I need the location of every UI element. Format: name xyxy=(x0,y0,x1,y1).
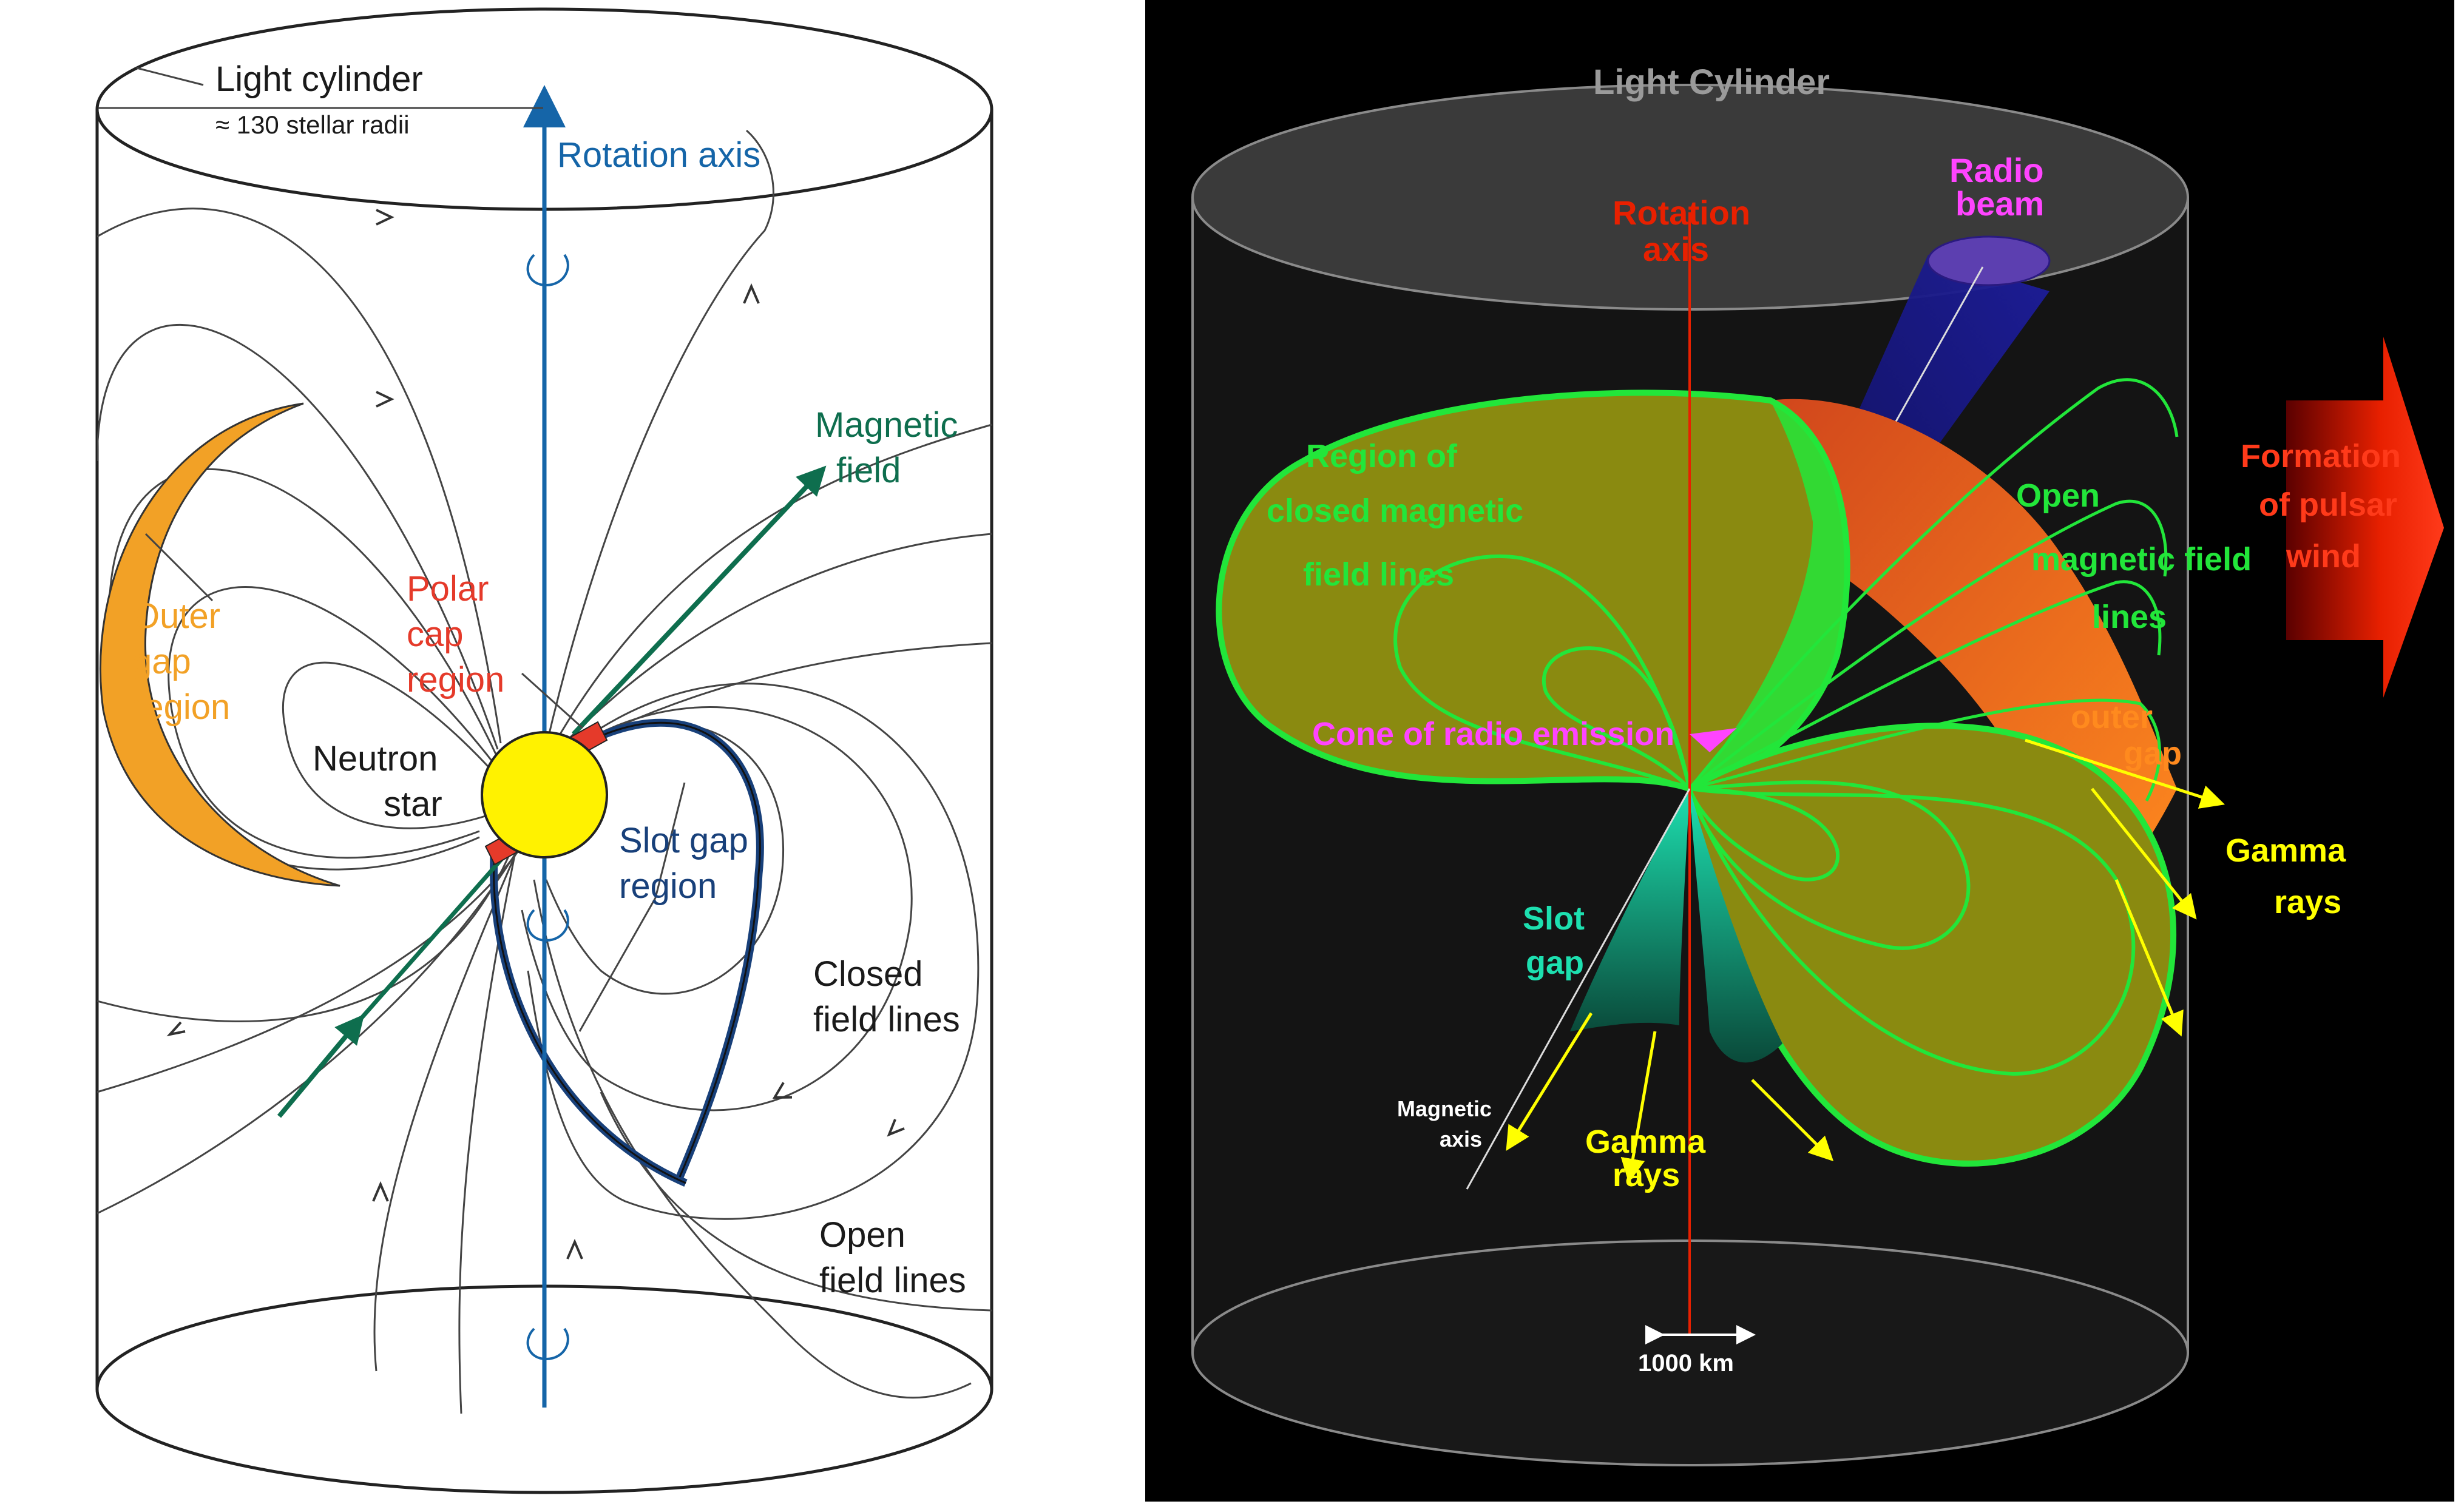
outer-gap-label-line3: region xyxy=(132,687,230,727)
neutron-star-label-line1: Neutron xyxy=(313,739,438,778)
slot-gap-3d-label-line2: gap xyxy=(1526,945,1584,981)
closed-field-label-line1: Closed xyxy=(813,954,923,994)
outer-gap-label-line1: Outer xyxy=(132,596,220,636)
closed-field-loops xyxy=(1393,554,2136,1076)
gamma-rays-bottom-label-line1: Gamma xyxy=(1585,1124,1706,1160)
pulsar-schematic-diagram: Light cylinder ≈ 130 stellar radii Rotat… xyxy=(95,7,993,1494)
pulsar-schematic-panel: Light cylinder ≈ 130 stellar radii Rotat… xyxy=(0,0,1145,1504)
radio-beam-label-line2: beam xyxy=(1955,184,2044,223)
rotation-curl-icon xyxy=(526,254,569,1361)
slot-gap-label-line2: region xyxy=(619,866,717,906)
pulsar-3d-model-diagram: Light Cylinder Rotation axis Radio beam … xyxy=(1145,0,2454,1502)
slot-gap-region xyxy=(490,718,764,1187)
pulsar-wind-arrow-icon xyxy=(2286,337,2444,698)
closed-region-label-line2: closed magnetic xyxy=(1267,493,1523,529)
magnetic-axis-label-line1: Magnetic xyxy=(1397,1096,1492,1121)
slot-gap-surface xyxy=(1570,789,1690,1031)
label-leader-lines xyxy=(98,67,686,1032)
radio-emission-cone-icon xyxy=(1690,728,1737,752)
pulsar-3d-model-panel: Light Cylinder Rotation axis Radio beam … xyxy=(1145,0,2464,1504)
formation-label-line3: wind xyxy=(2286,538,2361,575)
open-field-lines xyxy=(1688,378,2179,802)
closed-region-label-line3: field lines xyxy=(1303,556,1454,593)
magnetic-axis-arrow-lower xyxy=(277,1014,365,1118)
rotation-axis-3d-label-line2: axis xyxy=(1643,230,1709,268)
radio-beam-label-line1: Radio xyxy=(1949,151,2044,189)
scale-bar-label: 1000 km xyxy=(1638,1350,1734,1377)
closed-field-label-line2: field lines xyxy=(813,1000,960,1039)
gamma-rays-right-label-line2: rays xyxy=(2274,884,2341,920)
magnetic-axis-label-line2: axis xyxy=(1440,1127,1482,1152)
magnetic-axis-line xyxy=(1466,788,1691,1190)
polar-cap-label-line1: Polar xyxy=(407,569,489,609)
slot-gap-3d-label-line1: Slot xyxy=(1523,900,1585,937)
neutron-star-label-line2: star xyxy=(384,784,442,824)
outer-gap-3d-label-line1: outer xyxy=(2071,699,2153,735)
open-field-label-line1: Open xyxy=(819,1215,905,1255)
open-lines-label-line1: Open xyxy=(2016,477,2100,514)
field-line-arrow-icons xyxy=(166,209,905,1260)
light-cylinder-sublabel: ≈ 130 stellar radii xyxy=(215,110,410,139)
open-lines-label-line2: magnetic field xyxy=(2031,541,2252,578)
formation-label-line1: Formation xyxy=(2241,438,2401,474)
outer-gap-label-line2: gap xyxy=(132,642,191,681)
gamma-ray-arrows xyxy=(1506,738,2225,1183)
formation-label-line2: of pulsar xyxy=(2259,487,2397,523)
gamma-rays-right-label-line1: Gamma xyxy=(2225,832,2346,869)
outer-gap-3d-label-line2: gap xyxy=(2124,735,2182,772)
light-cylinder-3d-label: Light Cylinder xyxy=(1593,62,1830,102)
magnetic-field-label-line1: Magnetic xyxy=(815,405,958,445)
closed-region-lower xyxy=(1686,723,2176,1167)
neutron-star-icon xyxy=(481,731,608,858)
open-lines-label-line3: lines xyxy=(2092,599,2167,635)
slot-gap-label-line1: Slot gap xyxy=(619,821,748,860)
polar-cap-label-line2: cap xyxy=(407,615,464,654)
rotation-axis-3d-label-line1: Rotation xyxy=(1613,194,1750,232)
light-cylinder-label: Light cylinder xyxy=(215,59,423,99)
cone-radio-emission-label: Cone of radio emission xyxy=(1312,716,1674,752)
closed-region-label-line1: Region of xyxy=(1306,438,1458,474)
rotation-axis-label: Rotation axis xyxy=(557,135,760,175)
gamma-rays-bottom-label-line2: rays xyxy=(1613,1157,1680,1193)
magnetic-axis-arrow-upper xyxy=(572,465,827,736)
polar-cap-label-line3: region xyxy=(407,660,504,700)
open-field-label-line2: field lines xyxy=(819,1261,966,1300)
magnetic-field-label-line2: field xyxy=(836,451,901,490)
